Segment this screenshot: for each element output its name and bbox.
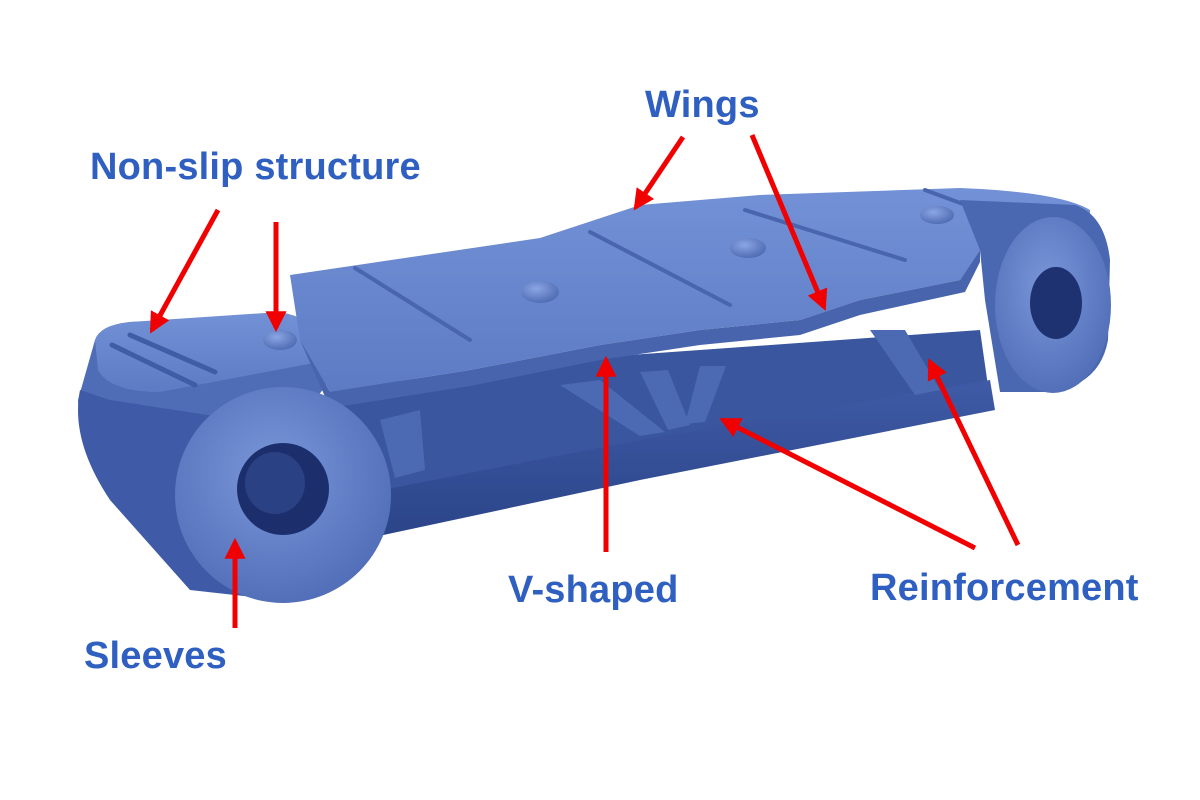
label-v-shaped: V-shaped — [508, 569, 679, 611]
arrow-wings-left — [633, 135, 686, 211]
label-reinforcement: Reinforcement — [870, 567, 1139, 609]
arrow-reinforcement-left — [719, 417, 977, 551]
arrows — [149, 134, 1021, 628]
reinforcement-ribs — [380, 330, 940, 478]
left-sleeve-hole-inner — [245, 452, 305, 514]
arrow-reinforcement-right — [927, 358, 1021, 547]
part-bottom-rail — [330, 380, 995, 540]
arrow-wings-right — [749, 134, 828, 311]
bump-left — [263, 330, 297, 350]
label-non-slip-structure: Non-slip structure — [90, 146, 421, 188]
arrow-nonslip-left — [149, 208, 221, 334]
non-slip-ridges — [109, 332, 218, 388]
part-top-plate — [290, 188, 1090, 392]
right-sleeve-hole — [1030, 267, 1082, 339]
label-sleeves: Sleeves — [84, 635, 227, 677]
non-slip-bumps — [263, 206, 954, 350]
bump-center — [521, 281, 559, 303]
bump-right-mid — [730, 238, 766, 258]
label-wings: Wings — [645, 84, 760, 126]
part-top-plate-edge — [300, 250, 980, 408]
bump-right — [920, 206, 954, 224]
